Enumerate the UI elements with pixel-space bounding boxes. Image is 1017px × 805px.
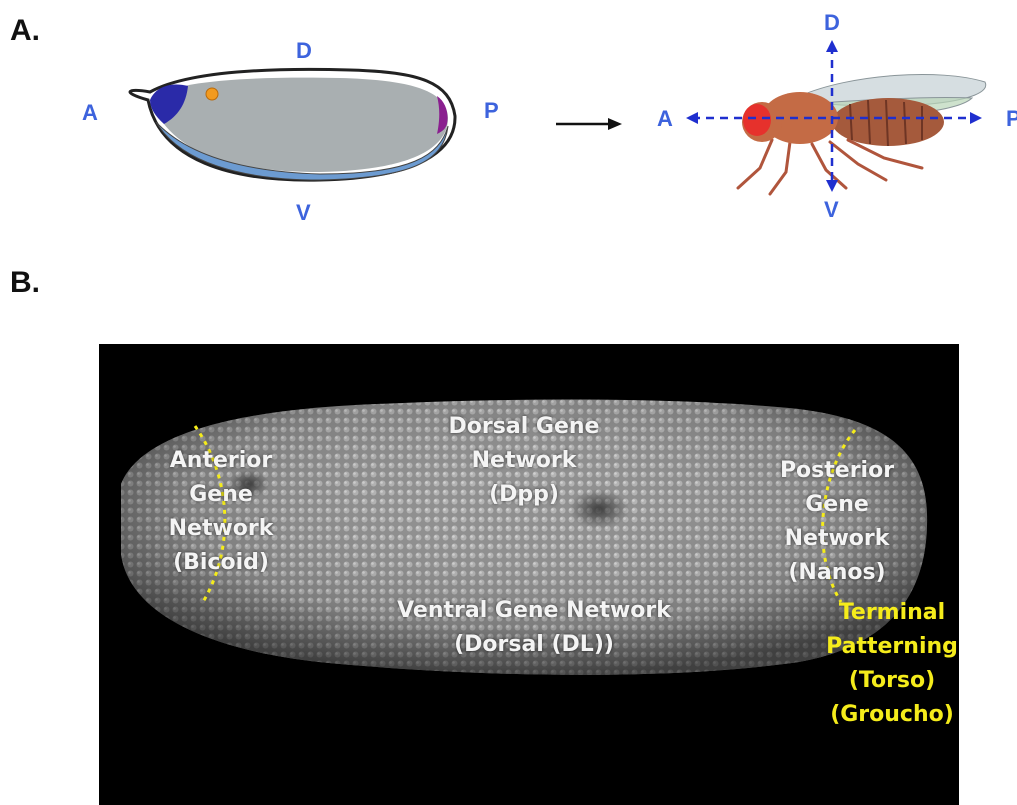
- anterior-network-label: Anterior Gene Network (Bicoid): [161, 444, 281, 580]
- embryo-ventral-label: V: [296, 200, 311, 226]
- posterior-line3: Network: [775, 522, 899, 556]
- embryo-anterior-label: A: [82, 100, 98, 126]
- terminal-line3: (Torso): [825, 664, 959, 698]
- fly-dorsal-label: D: [824, 10, 840, 36]
- adult-fly-drawing: [686, 40, 986, 194]
- posterior-network-label: Posterior Gene Network (Nanos): [775, 454, 899, 590]
- posterior-line2: Gene: [775, 488, 899, 522]
- panel-b-label: B.: [10, 266, 40, 300]
- fly-anterior-label: A: [657, 106, 673, 132]
- terminal-line2: Patterning: [825, 630, 959, 664]
- ventral-line2: (Dorsal (DL)): [389, 628, 679, 662]
- fly-eye: [743, 104, 771, 136]
- fly-posterior-label: P: [1006, 106, 1017, 132]
- embryo-diagram: [130, 69, 455, 180]
- embryo-posterior-label: P: [484, 98, 499, 124]
- panel-a-figure: [0, 0, 1017, 240]
- dorsal-line2: Network: [419, 444, 629, 478]
- embryo-micrograph: Anterior Gene Network (Bicoid) Dorsal Ge…: [99, 344, 959, 805]
- posterior-line4: (Nanos): [775, 556, 899, 590]
- terminal-line4: (Groucho): [825, 698, 959, 732]
- dorsal-line1: Dorsal Gene: [419, 410, 629, 444]
- fly-ventral-label: V: [824, 197, 839, 223]
- ventral-network-label: Ventral Gene Network (Dorsal (DL)): [389, 594, 679, 662]
- transition-arrow: [556, 118, 622, 130]
- anterior-line4: (Bicoid): [161, 546, 281, 580]
- dorsal-network-label: Dorsal Gene Network (Dpp): [419, 410, 629, 512]
- ventral-line1: Ventral Gene Network: [389, 594, 679, 628]
- terminal-line1: Terminal: [825, 596, 959, 630]
- anterior-line2: Gene: [161, 478, 281, 512]
- anterior-line1: Anterior: [161, 444, 281, 478]
- anterior-line3: Network: [161, 512, 281, 546]
- terminal-patterning-label: Terminal Patterning (Torso) (Groucho): [825, 596, 959, 732]
- dorsal-line3: (Dpp): [419, 478, 629, 512]
- oocyte-nucleus: [206, 88, 218, 100]
- embryo-dorsal-label: D: [296, 38, 312, 64]
- posterior-line1: Posterior: [775, 454, 899, 488]
